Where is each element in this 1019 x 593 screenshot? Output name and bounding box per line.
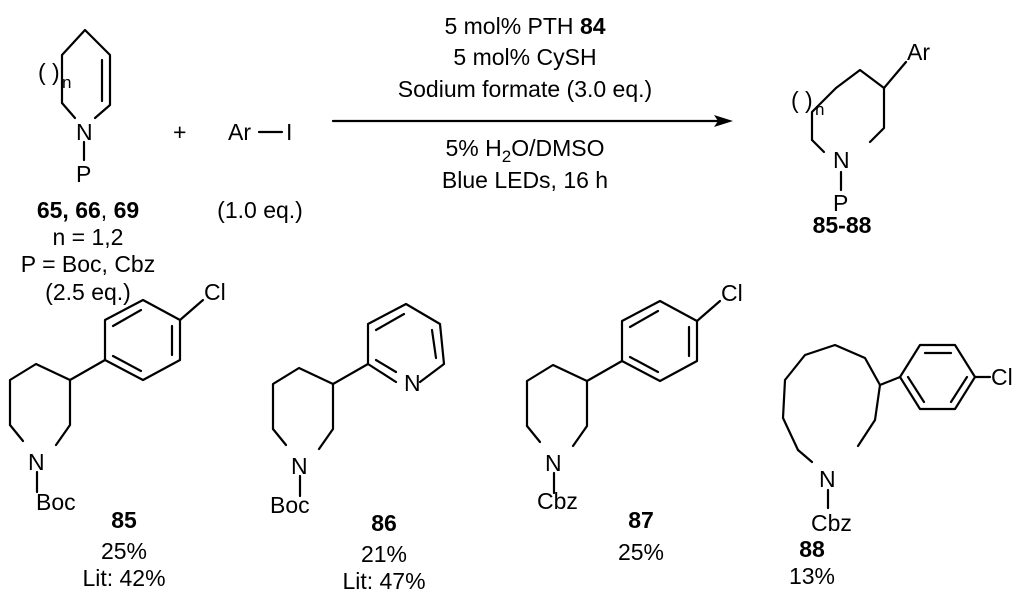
loop-paren: ( )	[791, 87, 813, 113]
product-85-label: 85	[111, 507, 137, 533]
nitrogen-atom: N	[404, 370, 421, 396]
product-87-structure: Cl N Cbz	[525, 280, 743, 514]
product-85-structure: Cl N Boc	[8, 279, 226, 515]
condition-hat-catalyst: 5 mol% CySH	[453, 44, 596, 70]
loop-index: n	[815, 100, 824, 119]
nitrogen-atom: N	[76, 119, 93, 145]
reactant-1-equiv: (2.5 eq.)	[45, 279, 131, 305]
condition-photocatalyst: 5 mol% PTH 84	[444, 13, 605, 39]
condition-reductant: Sodium formate (3.0 eq.)	[398, 76, 652, 102]
loop-index: n	[62, 73, 71, 92]
product-general-structure: ( ) n Ar N P	[791, 39, 930, 216]
product-86-structure: N N Boc	[270, 302, 446, 518]
chlorine-atom: Cl	[204, 279, 226, 305]
condition-solvent: 5% H2O/DMSO	[446, 135, 605, 166]
nitrogen-atom: N	[819, 466, 836, 492]
p-values: P = Boc, Cbz	[21, 251, 155, 277]
protecting-group: P	[76, 161, 91, 187]
protecting-group: Boc	[270, 492, 310, 518]
condition-light: Blue LEDs, 16 h	[442, 167, 608, 193]
loop-paren: ( )	[38, 59, 60, 85]
reactant-2-equiv: (1.0 eq.)	[217, 197, 303, 223]
arrowhead	[714, 115, 733, 127]
reactant-1-structure: ( ) n N P	[38, 28, 112, 187]
n-values: n = 1,2	[53, 224, 124, 250]
product-88-yield: 13%	[789, 563, 835, 589]
protecting-group: P	[833, 190, 848, 216]
aryl-group: Ar	[907, 39, 930, 65]
reactant-1-label: 65, 66, 69	[37, 197, 139, 223]
product-87-label: 87	[628, 507, 654, 533]
iodine-atom: I	[286, 119, 292, 145]
product-88-label: 88	[799, 536, 825, 562]
nitrogen-atom: N	[545, 450, 562, 476]
chlorine-atom: Cl	[721, 280, 743, 306]
protecting-group: Cbz	[811, 510, 852, 536]
reactant-2-structure: Ar I	[228, 119, 292, 145]
product-86-literature-yield: Lit: 47%	[342, 568, 425, 593]
product-86-yield: 21%	[361, 541, 407, 567]
product-88-structure: Cl N Cbz	[781, 343, 1013, 536]
aryl-group: Ar	[228, 119, 251, 145]
nitrogen-atom: N	[291, 453, 308, 479]
product-85-literature-yield: Lit: 42%	[82, 565, 165, 591]
product-87-yield: 25%	[618, 539, 664, 565]
product-86-label: 86	[371, 510, 397, 536]
product-general-label: 85-88	[813, 212, 872, 238]
nitrogen-atom: N	[833, 147, 850, 173]
protecting-group: Cbz	[537, 488, 578, 514]
plus-sign: +	[173, 119, 186, 145]
protecting-group: Boc	[36, 489, 76, 515]
nitrogen-atom: N	[28, 449, 45, 475]
product-85-yield: 25%	[101, 538, 147, 564]
chlorine-atom: Cl	[991, 364, 1013, 390]
